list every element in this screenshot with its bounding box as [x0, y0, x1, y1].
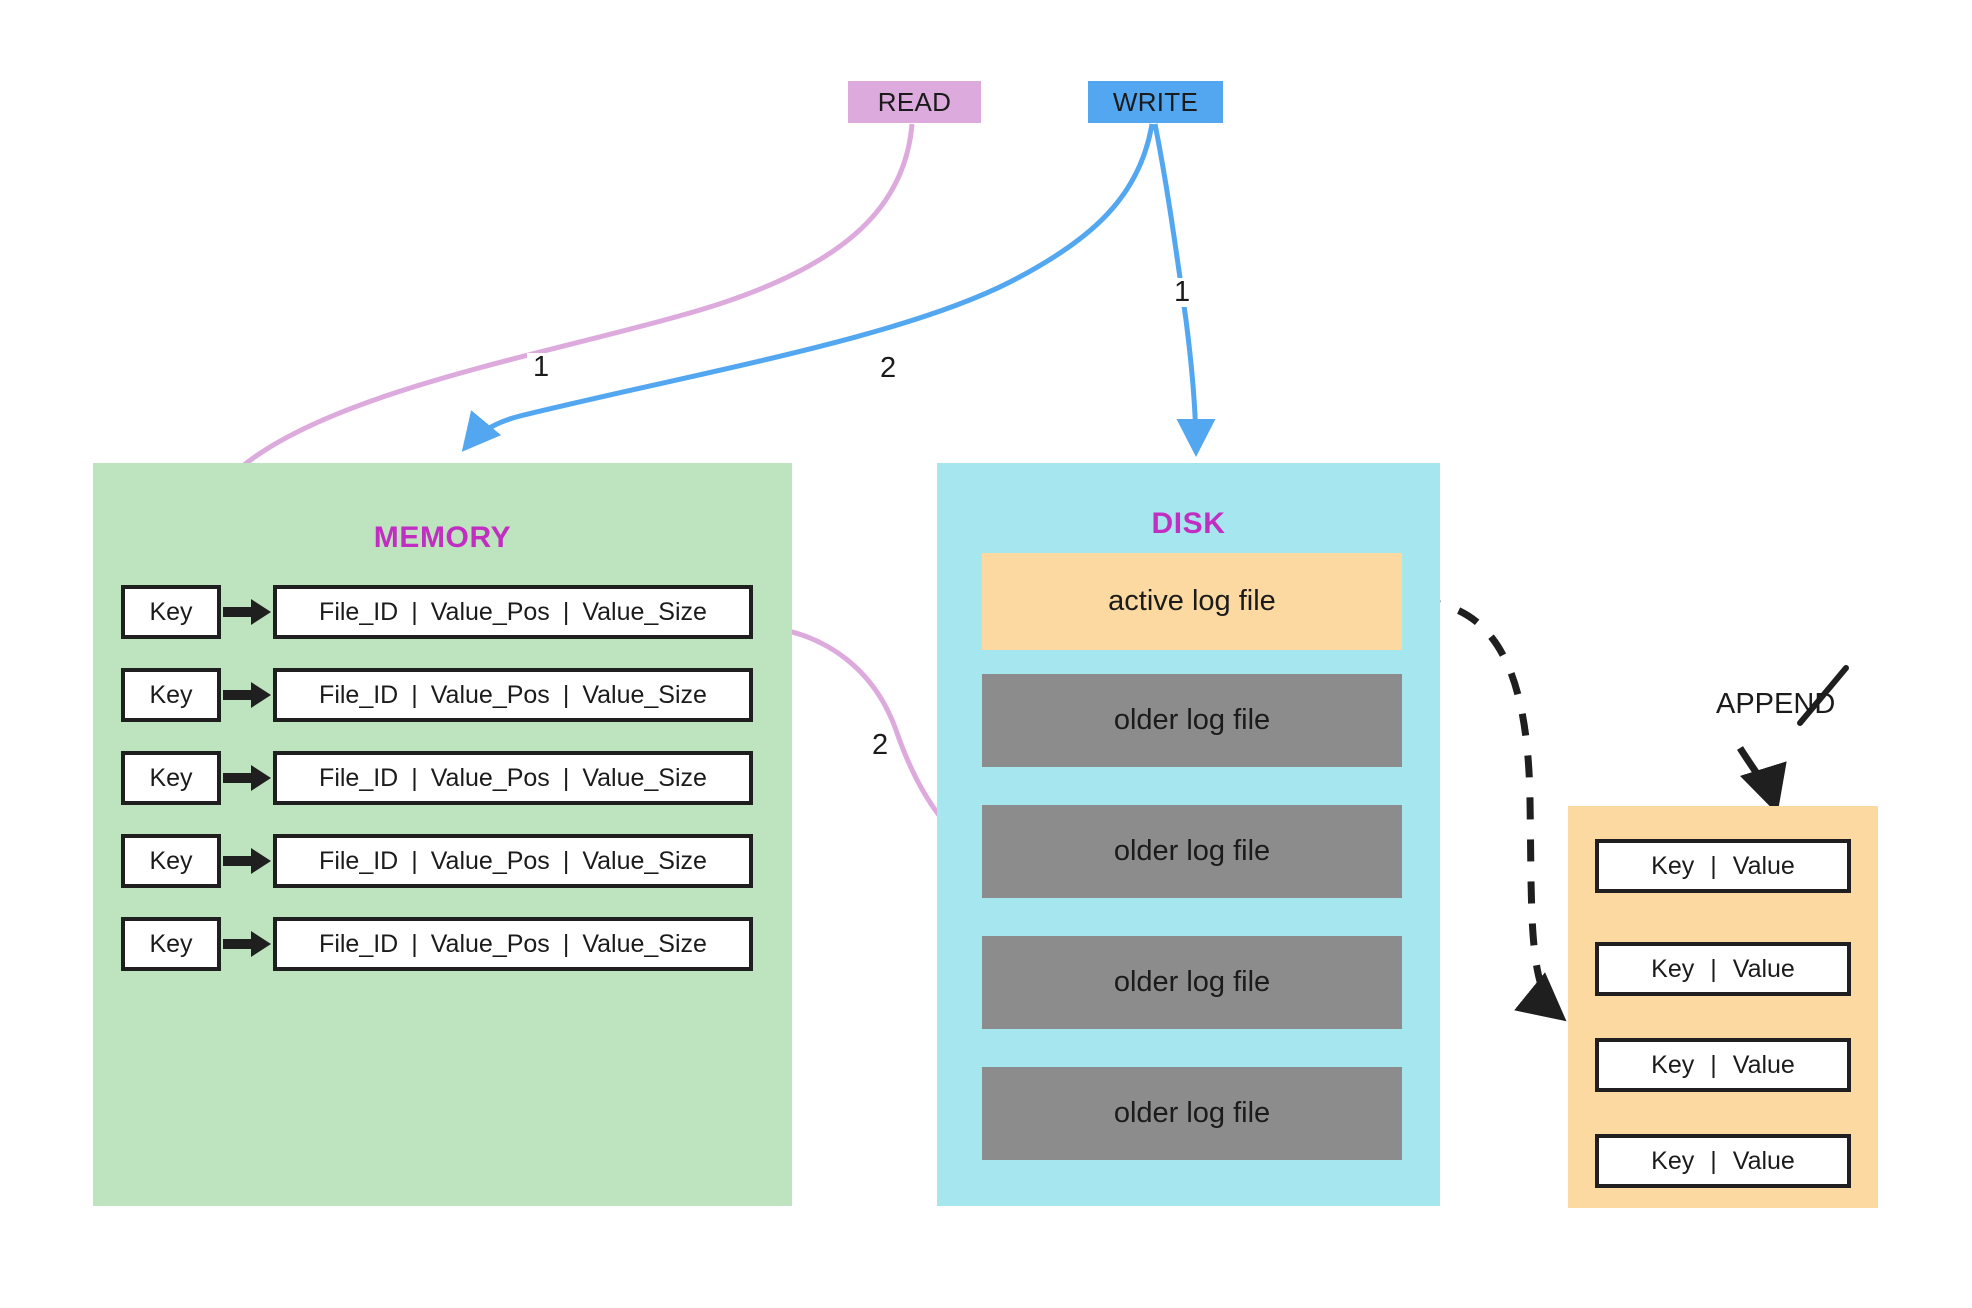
entry-value-field: Value: [1732, 954, 1795, 983]
field-separator: |: [411, 763, 418, 792]
field-separator: |: [411, 846, 418, 875]
entry-value-field: Value: [1732, 851, 1795, 880]
field-separator: |: [562, 597, 570, 626]
file-id-field: File_ID: [319, 763, 399, 792]
log-entry-row: Key | Value: [1595, 1038, 1851, 1092]
file-id-field: File_ID: [319, 846, 399, 875]
older-log-file[interactable]: older log file: [982, 674, 1402, 767]
active-log-file[interactable]: active log file: [982, 553, 1402, 650]
value-pos-field: Value_Pos: [430, 680, 550, 709]
entry-key-field: Key: [1651, 851, 1695, 880]
write-step-1-label: 1: [1168, 278, 1197, 307]
value-size-field: Value_Size: [582, 763, 707, 792]
field-separator: |: [562, 846, 570, 875]
memory-key-box: Key: [121, 917, 221, 971]
entry-value-field: Value: [1732, 1050, 1795, 1079]
wire-write-step-2: [461, 123, 1155, 452]
memory-row[interactable]: Key File_ID | Value_Pos | Value_Size: [121, 668, 753, 722]
field-separator: |: [1710, 1050, 1717, 1079]
write-operation-badge[interactable]: WRITE: [1088, 81, 1223, 123]
value-pos-field: Value_Pos: [430, 929, 550, 958]
memory-entry-metadata: File_ID | Value_Pos | Value_Size: [273, 834, 753, 888]
pointer-arrow-icon: [221, 668, 273, 722]
field-separator: |: [1710, 954, 1717, 983]
log-entry-row: Key | Value: [1595, 1134, 1851, 1188]
read-operation-badge[interactable]: READ: [848, 81, 981, 123]
memory-key-box: Key: [121, 585, 221, 639]
field-separator: |: [1710, 851, 1717, 880]
wire-append-arrow: [1737, 746, 1787, 815]
write-step-2-label: 2: [874, 354, 903, 383]
entry-value-field: Value: [1732, 1146, 1795, 1175]
value-pos-field: Value_Pos: [430, 763, 550, 792]
memory-key-box: Key: [121, 668, 221, 722]
entry-key-field: Key: [1651, 1146, 1695, 1175]
field-separator: |: [411, 680, 418, 709]
memory-title: MEMORY: [373, 521, 512, 554]
value-size-field: Value_Size: [582, 680, 707, 709]
value-pos-field: Value_Pos: [430, 597, 550, 626]
value-size-field: Value_Size: [582, 597, 707, 626]
read-step-1-label: 1: [527, 353, 556, 382]
pointer-arrow-icon: [221, 585, 273, 639]
field-separator: |: [562, 680, 570, 709]
memory-key-box: Key: [121, 751, 221, 805]
memory-entry-metadata: File_ID | Value_Pos | Value_Size: [273, 585, 753, 639]
pointer-arrow-icon: [221, 834, 273, 888]
memory-row[interactable]: Key File_ID | Value_Pos | Value_Size: [121, 585, 753, 639]
pointer-arrow-icon: [221, 917, 273, 971]
entry-key-field: Key: [1651, 954, 1695, 983]
memory-row[interactable]: Key File_ID | Value_Pos | Value_Size: [121, 834, 753, 888]
file-id-field: File_ID: [319, 597, 399, 626]
pointer-arrow-icon: [221, 751, 273, 805]
memory-entry-metadata: File_ID | Value_Pos | Value_Size: [273, 668, 753, 722]
value-pos-field: Value_Pos: [430, 846, 550, 875]
value-size-field: Value_Size: [582, 846, 707, 875]
older-log-file[interactable]: older log file: [982, 936, 1402, 1029]
older-log-file[interactable]: older log file: [982, 805, 1402, 898]
file-id-field: File_ID: [319, 680, 399, 709]
older-log-file[interactable]: older log file: [982, 1067, 1402, 1160]
file-id-field: File_ID: [319, 929, 399, 958]
field-separator: |: [1710, 1146, 1717, 1175]
field-separator: |: [562, 929, 570, 958]
field-separator: |: [411, 597, 418, 626]
log-entry-row: Key | Value: [1595, 839, 1851, 893]
disk-title: DISK: [1151, 507, 1226, 540]
memory-row[interactable]: Key File_ID | Value_Pos | Value_Size: [121, 917, 753, 971]
disk-region: DISK active log file older log file olde…: [937, 463, 1440, 1206]
memory-entry-metadata: File_ID | Value_Pos | Value_Size: [273, 917, 753, 971]
memory-region: MEMORY Key File_ID | Value_Pos | Value_S…: [93, 463, 792, 1206]
memory-key-box: Key: [121, 834, 221, 888]
log-entry-row: Key | Value: [1595, 942, 1851, 996]
entry-key-field: Key: [1651, 1050, 1695, 1079]
memory-row[interactable]: Key File_ID | Value_Pos | Value_Size: [121, 751, 753, 805]
append-entries-panel: Key | Value Key | Value Key | Value Key …: [1568, 806, 1878, 1208]
memory-entry-metadata: File_ID | Value_Pos | Value_Size: [273, 751, 753, 805]
read-step-2-label: 2: [866, 731, 895, 760]
append-label: APPEND: [1716, 688, 1836, 720]
field-separator: |: [562, 763, 570, 792]
value-size-field: Value_Size: [582, 929, 707, 958]
field-separator: |: [411, 929, 418, 958]
